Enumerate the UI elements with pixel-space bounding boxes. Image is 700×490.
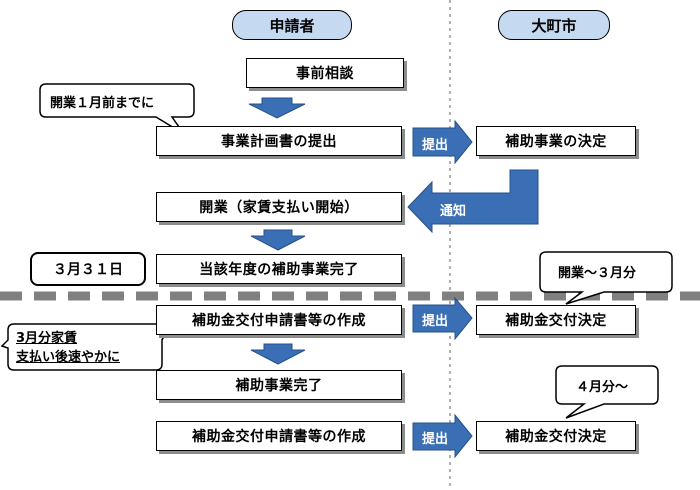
step-grant-decision-2-label: 補助金交付決定 xyxy=(505,429,607,445)
down-arrow-icon xyxy=(250,343,306,365)
callout-opening-to-march xyxy=(539,251,673,305)
callout-before-opening xyxy=(39,83,195,135)
note-opening-to-march: 開業～３月分 xyxy=(558,266,637,281)
step-year-complete-label: 当該年度の補助事業完了 xyxy=(199,262,359,278)
submit-arrow-icon xyxy=(412,413,473,459)
submit-label-2: 提出 xyxy=(422,314,449,329)
step-grant-decision-1: 補助金交付決定 xyxy=(476,305,636,335)
down-arrow-icon xyxy=(250,229,306,251)
note-before-opening: 開業１月前までに xyxy=(50,96,155,111)
header-applicant-label: 申請者 xyxy=(269,16,315,35)
header-city: 大町市 xyxy=(498,10,610,40)
step-year-complete: 当該年度の補助事業完了 xyxy=(156,254,402,284)
march-31-box: ３月３１日 xyxy=(30,252,146,286)
step-consult-label: 事前相談 xyxy=(296,66,354,82)
step-project-complete: 補助事業完了 xyxy=(156,370,402,400)
header-city-label: 大町市 xyxy=(531,16,577,35)
step-app-create-2-label: 補助金交付申請書等の作成 xyxy=(192,429,366,445)
note-march-rent-line1: 3月分家賃 xyxy=(16,331,78,346)
step-opening: 開業（家賃支払い開始） xyxy=(156,192,402,222)
submit-label-3: 提出 xyxy=(422,432,449,447)
callout-april-onward xyxy=(555,365,659,419)
step-grant-decision-2: 補助金交付決定 xyxy=(476,421,636,451)
step-grant-decision-1-label: 補助金交付決定 xyxy=(505,313,607,329)
submit-arrow-icon xyxy=(412,296,473,341)
step-plan-submit: 事業計画書の提出 xyxy=(156,126,402,156)
step-consult: 事前相談 xyxy=(246,58,404,88)
step-plan-submit-label: 事業計画書の提出 xyxy=(221,134,337,150)
down-arrow-icon xyxy=(248,97,306,119)
notify-label: 通知 xyxy=(440,204,467,219)
step-app-create-1: 補助金交付申請書等の作成 xyxy=(156,305,402,335)
step-project-complete-label: 補助事業完了 xyxy=(235,378,323,394)
note-april-onward: ４月分～ xyxy=(576,380,629,395)
submit-label-1: 提出 xyxy=(422,138,449,153)
march-31-label: ３月３１日 xyxy=(53,262,123,278)
step-app-create-1-label: 補助金交付申請書等の作成 xyxy=(192,313,366,329)
step-app-create-2: 補助金交付申請書等の作成 xyxy=(156,421,402,451)
notify-arrow-icon xyxy=(407,169,539,234)
note-march-rent-line2: 支払い後速やかに xyxy=(16,350,121,365)
step-decision-label: 補助事業の決定 xyxy=(505,134,607,150)
submit-arrow-icon xyxy=(412,119,473,165)
header-applicant: 申請者 xyxy=(232,10,352,40)
step-decision: 補助事業の決定 xyxy=(476,126,636,156)
step-opening-label: 開業（家賃支払い開始） xyxy=(199,200,359,216)
